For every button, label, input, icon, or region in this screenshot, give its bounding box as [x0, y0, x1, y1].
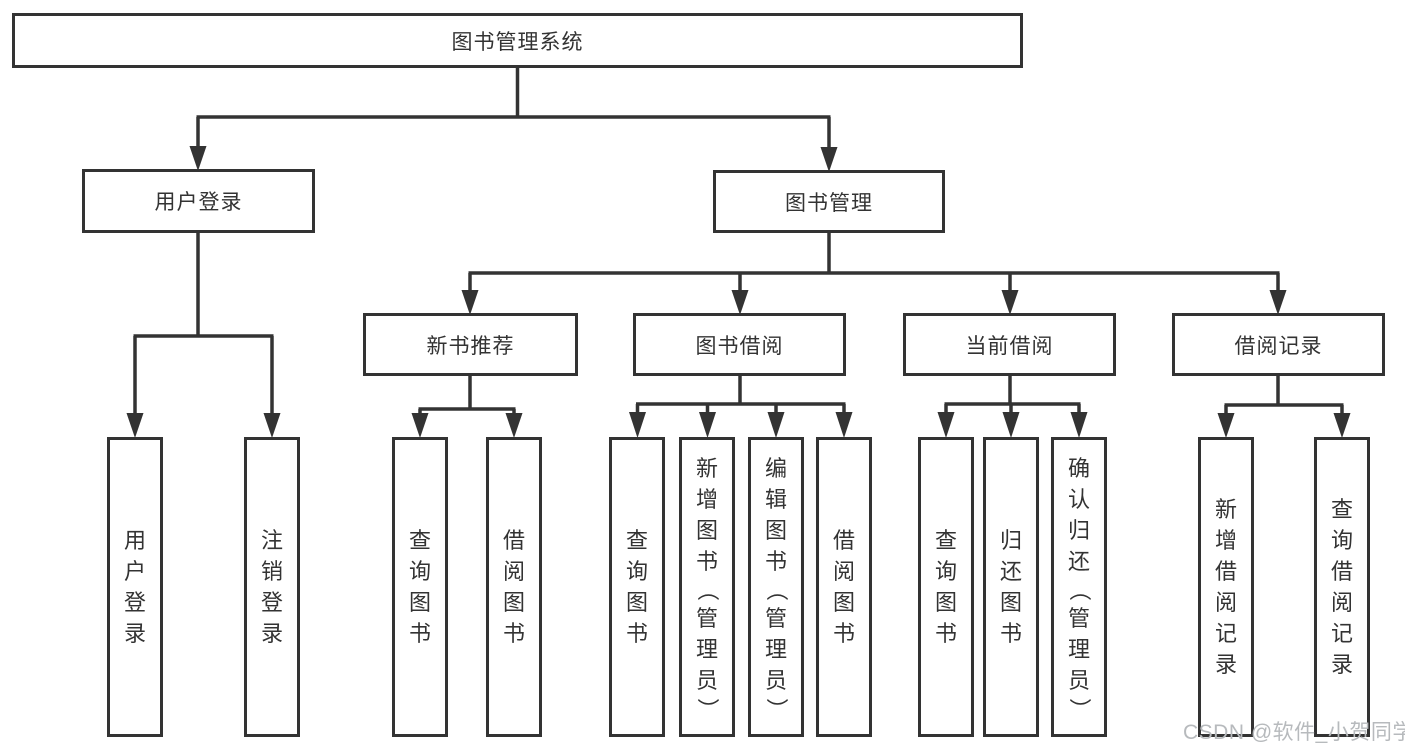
leaf-records-add-record: 新增借阅记录 [1198, 437, 1254, 737]
node-label: 查询图书 [625, 528, 648, 646]
node-label: 查询图书 [408, 528, 431, 646]
leaf-records-query-record: 查询借阅记录 [1314, 437, 1370, 737]
watermark-text: CSDN @软件_小贺同学 [1183, 721, 1405, 744]
node-label: 编辑图书（管理员） [763, 455, 789, 720]
leaf-borrow-edit-books-admin: 编辑图书（管理员） [748, 437, 804, 737]
node-label: 查询图书 [934, 528, 957, 646]
node-label: 借阅记录 [1234, 334, 1323, 358]
node-book-management: 图书管理 [713, 170, 945, 233]
leaf-logout: 注销登录 [244, 437, 300, 737]
node-borrow-records: 借阅记录 [1172, 313, 1385, 376]
node-current-borrow: 当前借阅 [903, 313, 1116, 376]
leaf-borrow-borrow-books: 借阅图书 [816, 437, 872, 737]
leaf-current-return-books: 归还图书 [983, 437, 1039, 737]
leaf-current-query-books: 查询图书 [918, 437, 974, 737]
leaf-borrow-add-books-admin: 新增图书（管理员） [679, 437, 735, 737]
node-label: 用户登录 [154, 191, 243, 214]
node-label: 新增图书（管理员） [694, 455, 720, 720]
node-book-borrow: 图书借阅 [633, 313, 846, 376]
node-label: 图书借阅 [695, 334, 784, 358]
leaf-user-login: 用户登录 [107, 437, 163, 737]
leaf-borrow-query-books: 查询图书 [609, 437, 665, 737]
node-label: 注销登录 [260, 528, 283, 646]
node-label: 查询借阅记录 [1330, 497, 1353, 677]
node-label: 图书管理 [785, 191, 873, 215]
node-label: 归还图书 [999, 528, 1022, 646]
leaf-newbook-query-books: 查询图书 [392, 437, 448, 737]
node-label: 用户登录 [123, 528, 146, 646]
node-label: 当前借阅 [965, 334, 1054, 358]
node-user-login: 用户登录 [82, 169, 315, 233]
node-label: 借阅图书 [832, 528, 855, 646]
leaf-current-confirm-return-admin: 确认归还（管理员） [1051, 437, 1107, 737]
node-label: 新书推荐 [426, 334, 515, 358]
node-new-book-recommend: 新书推荐 [363, 313, 578, 376]
node-label: 图书管理系统 [451, 30, 584, 54]
node-root: 图书管理系统 [12, 13, 1023, 68]
node-label: 确认归还（管理员） [1066, 455, 1092, 720]
node-label: 借阅图书 [502, 528, 525, 646]
leaf-newbook-borrow-books: 借阅图书 [486, 437, 542, 737]
node-label: 新增借阅记录 [1214, 497, 1237, 677]
